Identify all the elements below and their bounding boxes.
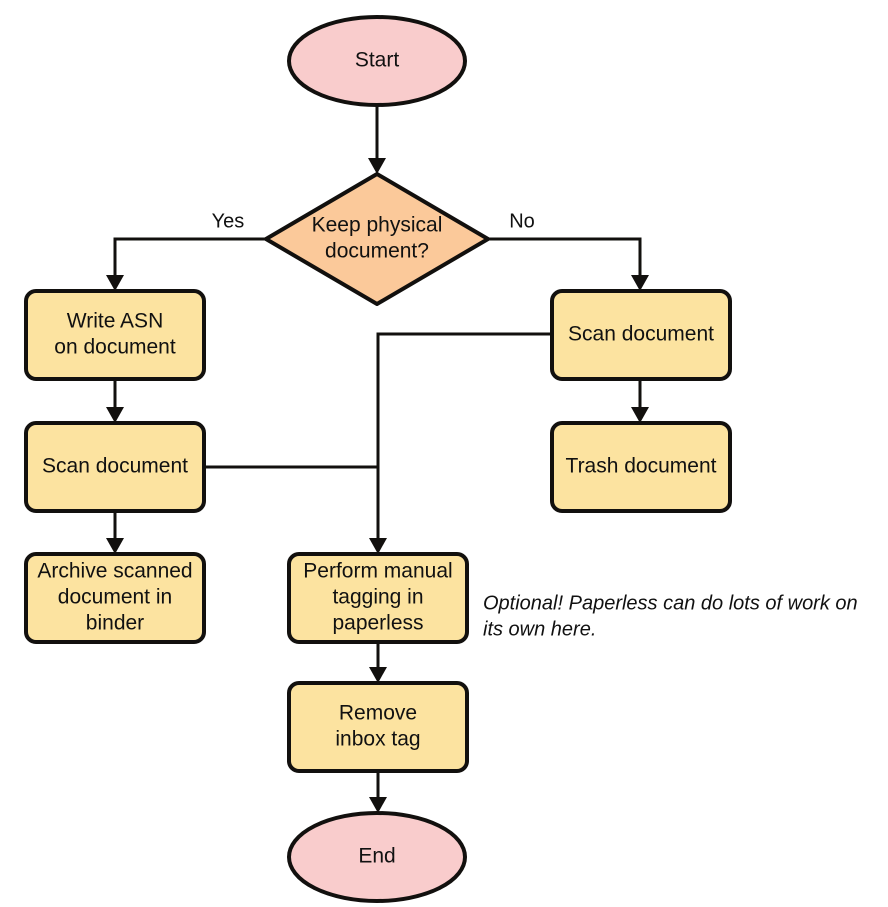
edge-scan-right-to-manual-tagging bbox=[369, 332, 552, 554]
edge-remove-inbox-to-end bbox=[369, 771, 387, 813]
edge-arrowhead bbox=[369, 538, 387, 554]
node-start[interactable]: Start bbox=[287, 15, 467, 107]
process-rect bbox=[24, 552, 206, 644]
node-keep-physical[interactable]: Keep physical document? bbox=[264, 172, 490, 306]
terminator-ellipse bbox=[287, 811, 467, 903]
node-label-line: tagging in bbox=[332, 586, 423, 609]
edge-arrowhead bbox=[631, 407, 649, 423]
node-label-line: Scan document bbox=[42, 455, 188, 478]
node-label-line: Scan document bbox=[568, 323, 714, 346]
node-manual-tagging[interactable]: Perform manual tagging in paperless bbox=[287, 552, 469, 644]
edge-line bbox=[488, 237, 642, 283]
edge-line bbox=[113, 237, 266, 283]
annotations-layer: Optional! Paperless can do lots of work … bbox=[483, 592, 858, 640]
edge-arrowhead bbox=[368, 158, 386, 174]
node-scan-document-right[interactable]: Scan document bbox=[550, 289, 732, 381]
process-rect bbox=[550, 421, 732, 513]
node-label-line: document? bbox=[325, 240, 429, 263]
edge-arrowhead bbox=[106, 407, 124, 423]
node-trash-document[interactable]: Trash document bbox=[550, 421, 732, 513]
node-label-line: binder bbox=[86, 612, 144, 635]
node-write-asn[interactable]: Write ASN on document bbox=[24, 289, 206, 381]
edge-label-yes: Yes bbox=[212, 210, 245, 232]
edge-arrowhead bbox=[369, 797, 387, 813]
edge-scan-left-to-archive bbox=[106, 511, 124, 554]
node-label-line: Keep physical bbox=[312, 214, 443, 237]
decision-diamond bbox=[264, 172, 490, 306]
process-rect bbox=[287, 681, 469, 773]
annotation-optional-note: Optional! Paperless can do lots of work … bbox=[483, 592, 858, 640]
node-label-line: Archive scanned bbox=[37, 560, 192, 583]
edge-label-no: No bbox=[509, 210, 535, 232]
terminator-ellipse bbox=[287, 15, 467, 107]
node-label-line: Perform manual bbox=[303, 560, 452, 583]
annotation-line: its own here. bbox=[483, 618, 596, 640]
node-label-line: Start bbox=[355, 49, 400, 72]
node-label-line: Trash document bbox=[566, 455, 717, 478]
edge-write-asn-to-scan-left bbox=[106, 379, 124, 423]
edge-arrowhead bbox=[369, 667, 387, 683]
edges-layer: Yes No bbox=[106, 106, 649, 813]
node-archive-scanned[interactable]: Archive scanned document in binder bbox=[24, 552, 206, 644]
node-label-line: document in bbox=[58, 586, 172, 609]
process-rect bbox=[550, 289, 732, 381]
node-remove-inbox-tag[interactable]: Remove inbox tag bbox=[287, 681, 469, 773]
node-label-line: Write ASN bbox=[67, 310, 163, 333]
node-label-line: inbox tag bbox=[335, 728, 420, 751]
node-label-line: Remove bbox=[339, 702, 417, 725]
process-rect bbox=[287, 552, 469, 644]
process-rect bbox=[24, 289, 206, 381]
edge-arrowhead bbox=[106, 538, 124, 554]
edge-manual-tagging-to-remove-inbox bbox=[369, 642, 387, 683]
annotation-line: Optional! Paperless can do lots of work … bbox=[483, 592, 858, 614]
node-label-line: paperless bbox=[332, 612, 423, 635]
edge-arrowhead bbox=[631, 275, 649, 291]
node-end[interactable]: End bbox=[287, 811, 467, 903]
edge-arrowhead bbox=[106, 275, 124, 291]
edge-decision-yes-to-write-asn: Yes bbox=[106, 210, 266, 291]
process-rect bbox=[24, 421, 206, 513]
node-label-line: on document bbox=[54, 336, 176, 359]
node-label-line: End bbox=[358, 845, 395, 868]
edge-start-to-decision bbox=[368, 106, 386, 174]
node-scan-document-left[interactable]: Scan document bbox=[24, 421, 206, 513]
edge-decision-no-to-scan-right: No bbox=[488, 210, 649, 291]
edge-scan-right-to-trash bbox=[631, 379, 649, 423]
edge-line bbox=[376, 332, 552, 546]
